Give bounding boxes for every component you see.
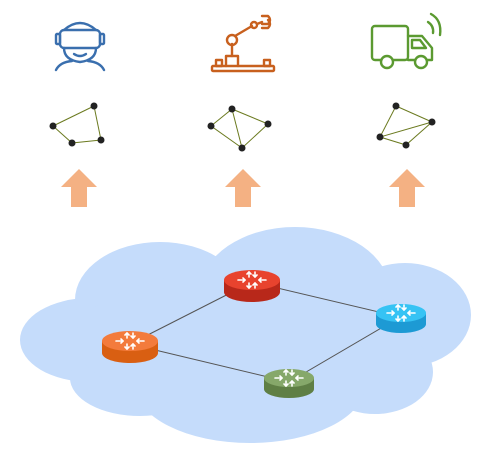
graph-node xyxy=(68,139,76,147)
graph-node xyxy=(376,133,384,141)
up-arrow-icon xyxy=(389,169,425,207)
graph-node xyxy=(392,102,400,110)
router-red[interactable] xyxy=(224,270,280,302)
graph-node xyxy=(402,141,410,149)
router-green[interactable] xyxy=(264,369,314,398)
graph-node xyxy=(97,136,105,144)
graph-slice-truck xyxy=(376,102,436,149)
graph-node xyxy=(238,144,246,152)
graph-node xyxy=(228,105,236,113)
router-orange[interactable] xyxy=(102,331,158,363)
graph-slice-robot xyxy=(207,105,272,152)
up-arrow-icon xyxy=(61,169,97,207)
graph-node xyxy=(90,102,98,110)
graph-node xyxy=(428,118,436,126)
router-blue[interactable] xyxy=(376,304,426,333)
connected-truck-icon xyxy=(370,12,442,70)
up-arrow-icon xyxy=(225,169,261,207)
vr-headset-icon xyxy=(54,21,106,72)
graph-node xyxy=(207,122,215,130)
network-cloud xyxy=(20,227,471,443)
industrial-robot-arm-icon xyxy=(210,14,276,73)
graph-node xyxy=(49,122,57,130)
graph-node xyxy=(264,120,272,128)
graph-slice-vr xyxy=(49,102,105,147)
